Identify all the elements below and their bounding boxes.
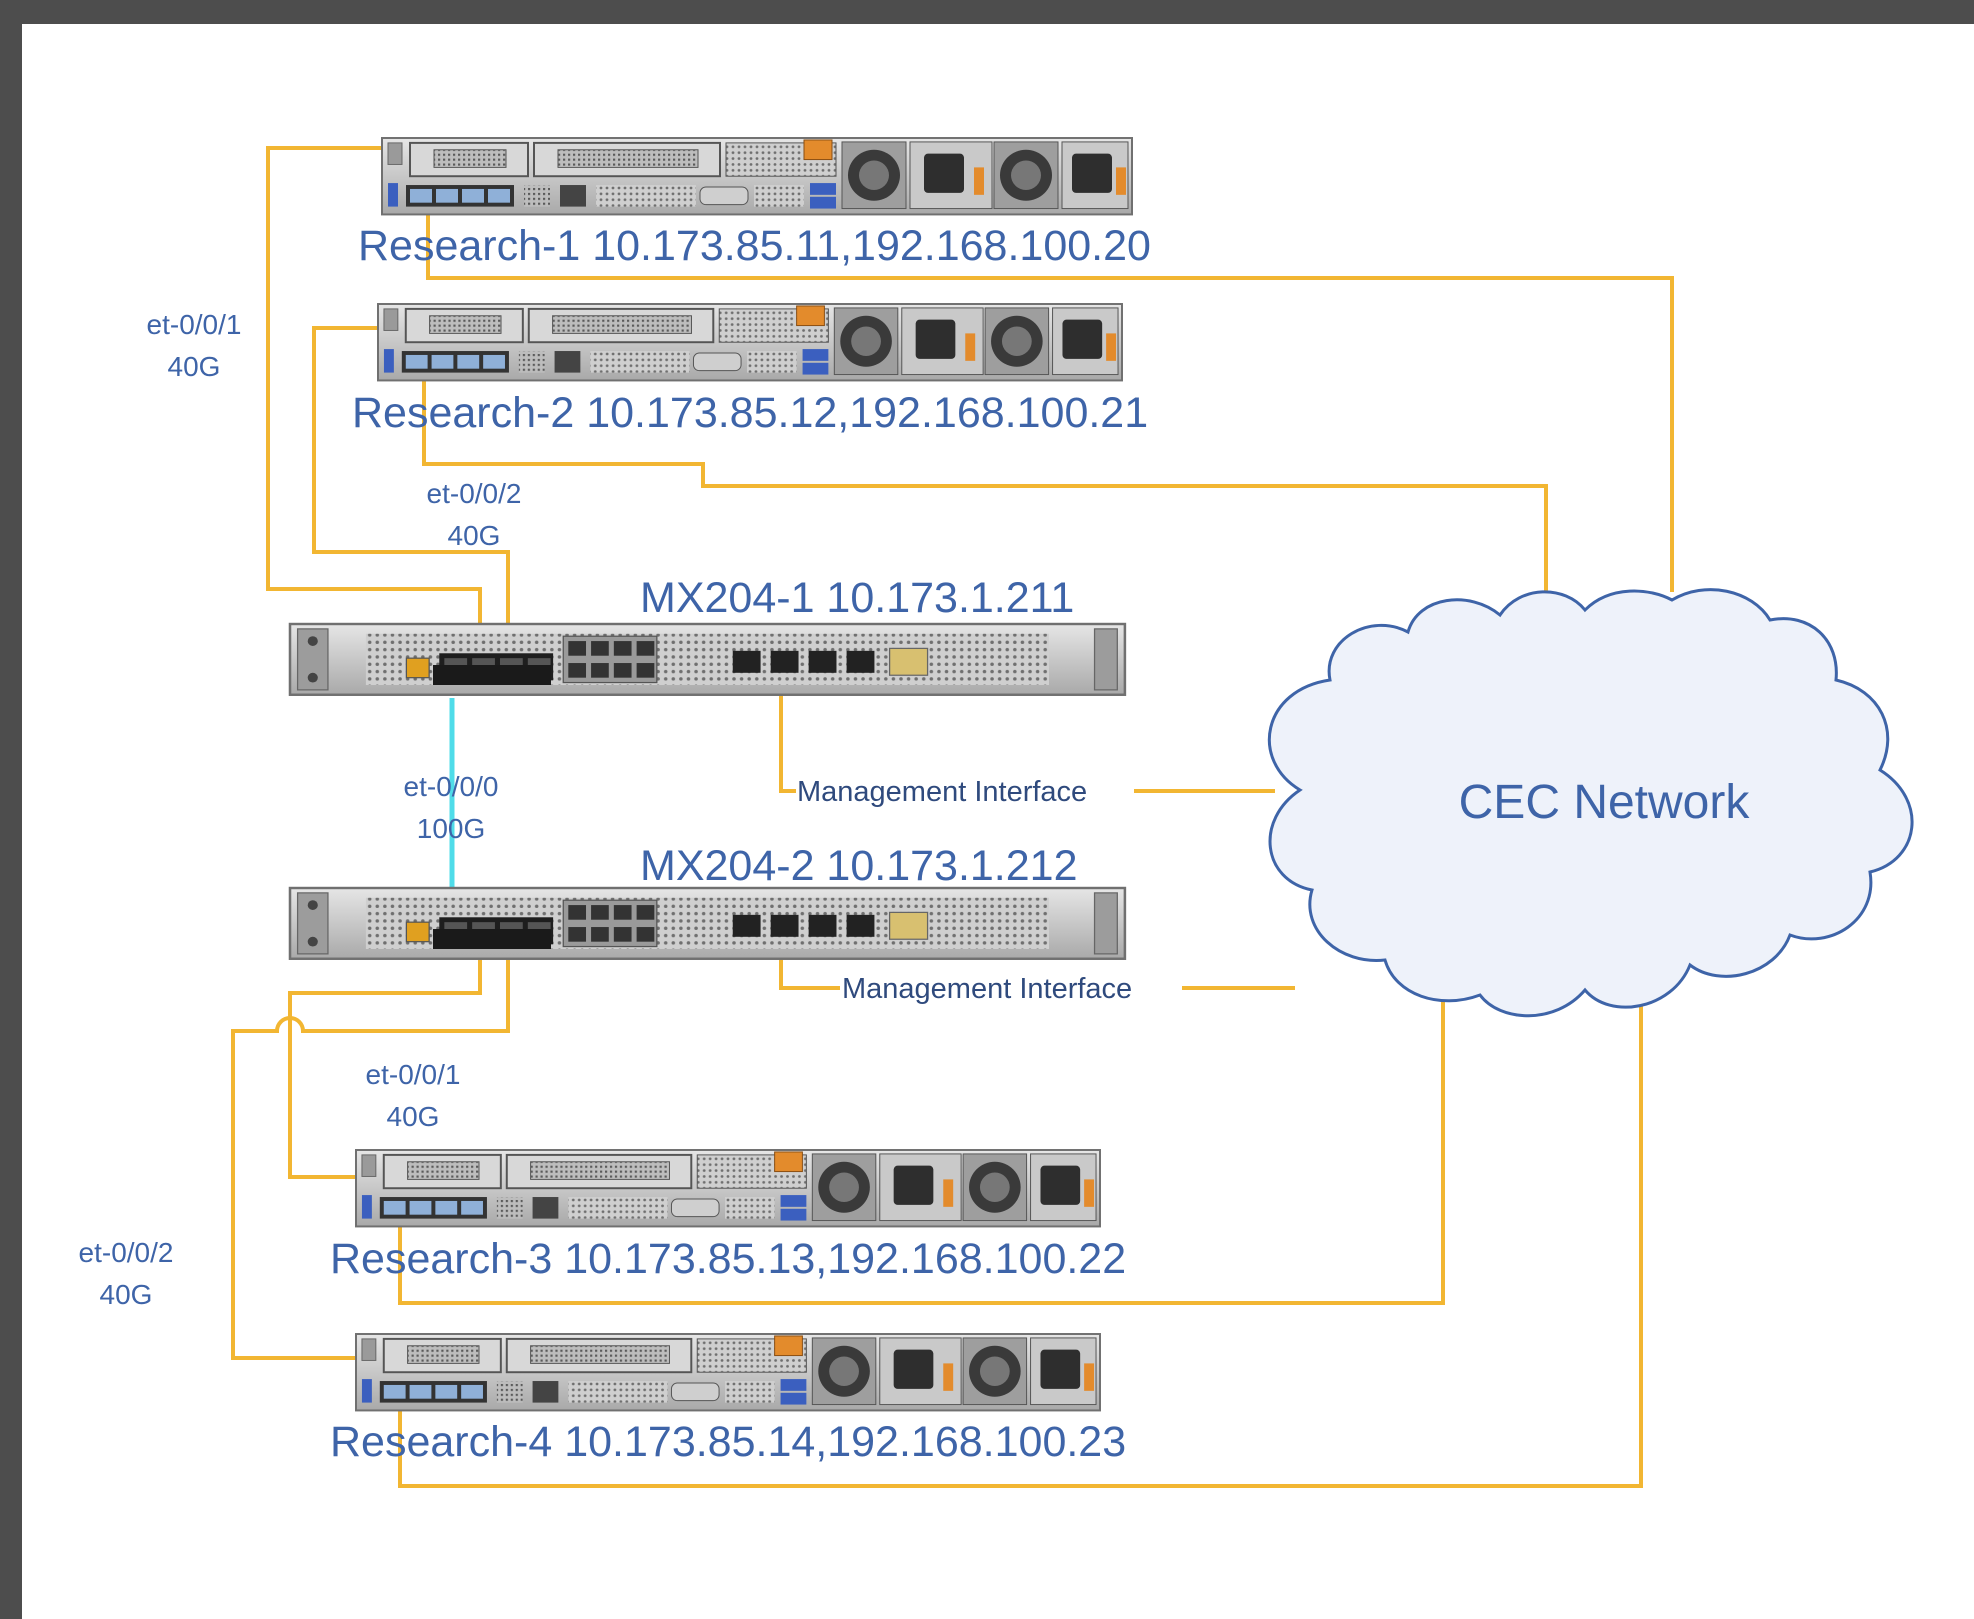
port-speed: 40G: [387, 1101, 440, 1132]
port-speed: 40G: [168, 351, 221, 382]
rack-server-icon: [355, 1149, 1101, 1228]
rack-server-icon: [377, 303, 1123, 382]
server-research-4: [355, 1333, 1101, 1412]
server-research-1: [381, 137, 1133, 216]
port-label-r1-et1: et-0/0/1 40G: [147, 309, 242, 382]
router-mx204-2: [288, 886, 1127, 961]
cable-mx204-1-management: [779, 672, 796, 793]
server-research-3: [355, 1149, 1101, 1228]
port-speed: 100G: [417, 813, 486, 844]
cable-layer: [231, 146, 1674, 1488]
cable-research-3-cec: [398, 988, 1445, 1305]
cable-r2-et2-research-4: [231, 938, 510, 1360]
cable-r1-et2-research-2: [312, 326, 510, 672]
port-name: et-0/0/2: [427, 478, 522, 509]
router-label-mx204-2: MX204-2 10.173.1.212: [640, 842, 1078, 890]
cable-r2-et1-research-3: [288, 938, 482, 1179]
port-speed: 40G: [100, 1279, 153, 1310]
mgmt-label-mx204-2: Management Interface: [842, 973, 1132, 1005]
server-label-research-3: Research-3 10.173.85.13,192.168.100.22: [330, 1235, 1126, 1283]
qsfp-port-block-mx204-1: [433, 665, 551, 685]
qsfp-port-block-mx204-2: [433, 929, 551, 949]
cec-network-cloud: CEC Network: [1267, 588, 1914, 1018]
server-label-research-4: Research-4 10.173.85.14,192.168.100.23: [330, 1418, 1126, 1466]
cable-research-4-cec: [398, 1006, 1643, 1488]
cable-research-1-cec: [426, 190, 1674, 592]
port-label-r1-et2: et-0/0/2 40G: [427, 478, 522, 551]
port-name: et-0/0/1: [366, 1059, 461, 1090]
mgmt-label-mx204-1: Management Interface: [797, 776, 1087, 808]
rack-server-icon: [381, 137, 1133, 216]
cloud-label: CEC Network: [1459, 776, 1751, 829]
cable-research-2-cec: [422, 358, 1548, 615]
server-label-research-2: Research-2 10.173.85.12,192.168.100.21: [352, 389, 1148, 437]
router-chassis-icon: [288, 622, 1127, 697]
rack-server-icon: [355, 1333, 1101, 1412]
port-label-r2-et2: et-0/0/2 40G: [79, 1237, 174, 1310]
port-speed: 40G: [448, 520, 501, 551]
server-research-2: [377, 303, 1123, 382]
router-label-mx204-1: MX204-1 10.173.1.211: [640, 574, 1074, 622]
port-name: et-0/0/2: [79, 1237, 174, 1268]
router-mx204-1: [288, 622, 1127, 697]
port-label-interconnect: et-0/0/0 100G: [404, 771, 499, 844]
port-label-r2-et1: et-0/0/1 40G: [366, 1059, 461, 1132]
cable-r1-et1-research-1: [266, 146, 482, 672]
port-name: et-0/0/1: [147, 309, 242, 340]
window-frame: [0, 0, 1974, 24]
cloud-icon: [1267, 588, 1914, 1018]
port-name: et-0/0/0: [404, 771, 499, 802]
server-label-research-1: Research-1 10.173.85.11,192.168.100.20: [358, 222, 1151, 270]
router-chassis-icon: [288, 886, 1127, 961]
